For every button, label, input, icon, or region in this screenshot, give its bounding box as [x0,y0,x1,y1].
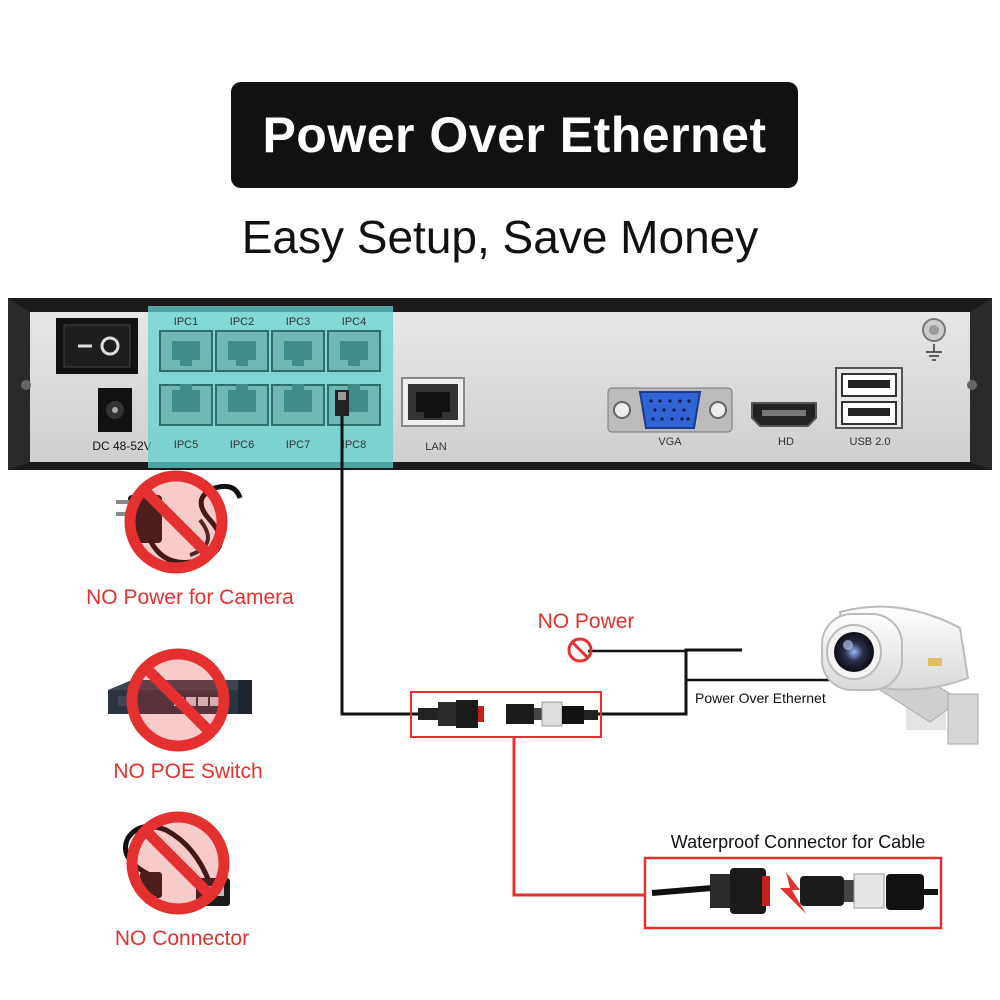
waterproof-connector-detail [651,868,938,914]
page-title: Power Over Ethernet [262,107,767,163]
screw-icon [967,380,977,390]
power-adapter-item: NO Power for Camera [86,470,294,609]
no-item-label: NO POE Switch [113,760,262,783]
ground-icon [922,318,946,361]
rj45-port[interactable] [215,330,269,372]
lan-label: LAN [425,441,446,453]
screw-icon [21,380,31,390]
poe-cable [580,648,742,716]
hdmi-port[interactable] [751,402,817,427]
ethernet-plug [335,390,349,416]
connector-highlight-box [410,691,602,738]
no-symbol-icon [567,637,593,663]
vga-label: VGA [658,436,682,448]
dc-label: DC 48-52V [92,439,151,453]
title-banner: Power Over Ethernet [231,82,798,188]
port-label: IPC6 [230,439,254,451]
poe-switch-item: NO POE Switch [108,648,263,783]
ip-camera-icon [821,605,979,745]
waterproof-detail-box [643,856,943,930]
no-power-label: NO Power [538,610,635,633]
waterproof-label: Waterproof Connector for Cable [671,832,925,852]
poe-label: Power Over Ethernet [695,690,826,706]
usb-label: USB 2.0 [850,436,891,448]
rj45-port[interactable] [271,330,325,372]
port-label: IPC7 [286,439,310,451]
rj45-port[interactable] [159,330,213,372]
dc-power-jack [98,388,132,432]
ethernet-cable [340,416,418,716]
lan-port[interactable] [401,377,465,427]
power-switch[interactable] [56,318,138,374]
rj45-port[interactable] [327,330,381,372]
vga-port[interactable] [607,387,733,433]
port-label: IPC1 [174,316,198,328]
no-item-label: NO Connector [115,927,249,950]
connector-item: NO Connector [115,811,249,950]
no-symbol-icon [126,648,230,752]
hd-label: HD [778,436,794,448]
callout-line [512,737,645,897]
port-label: IPC4 [342,316,366,328]
rj45-port[interactable] [159,384,213,426]
rj45-port[interactable] [215,384,269,426]
port-label: IPC8 [342,439,366,451]
no-item-label: NO Power for Camera [86,586,294,609]
no-symbol-icon [124,470,228,574]
port-label: IPC2 [230,316,254,328]
no-symbol-icon [126,811,230,915]
usb-ports[interactable] [835,367,903,429]
rj45-port[interactable] [271,384,325,426]
page-subtitle: Easy Setup, Save Money [241,211,759,263]
ipc-port-group: IPC1 IPC2 IPC3 IPC4 IPC5 IPC6 IPC7 IPC8 [159,316,381,451]
port-label: IPC3 [286,316,310,328]
waterproof-connector [418,700,598,728]
port-label: IPC5 [174,439,198,451]
